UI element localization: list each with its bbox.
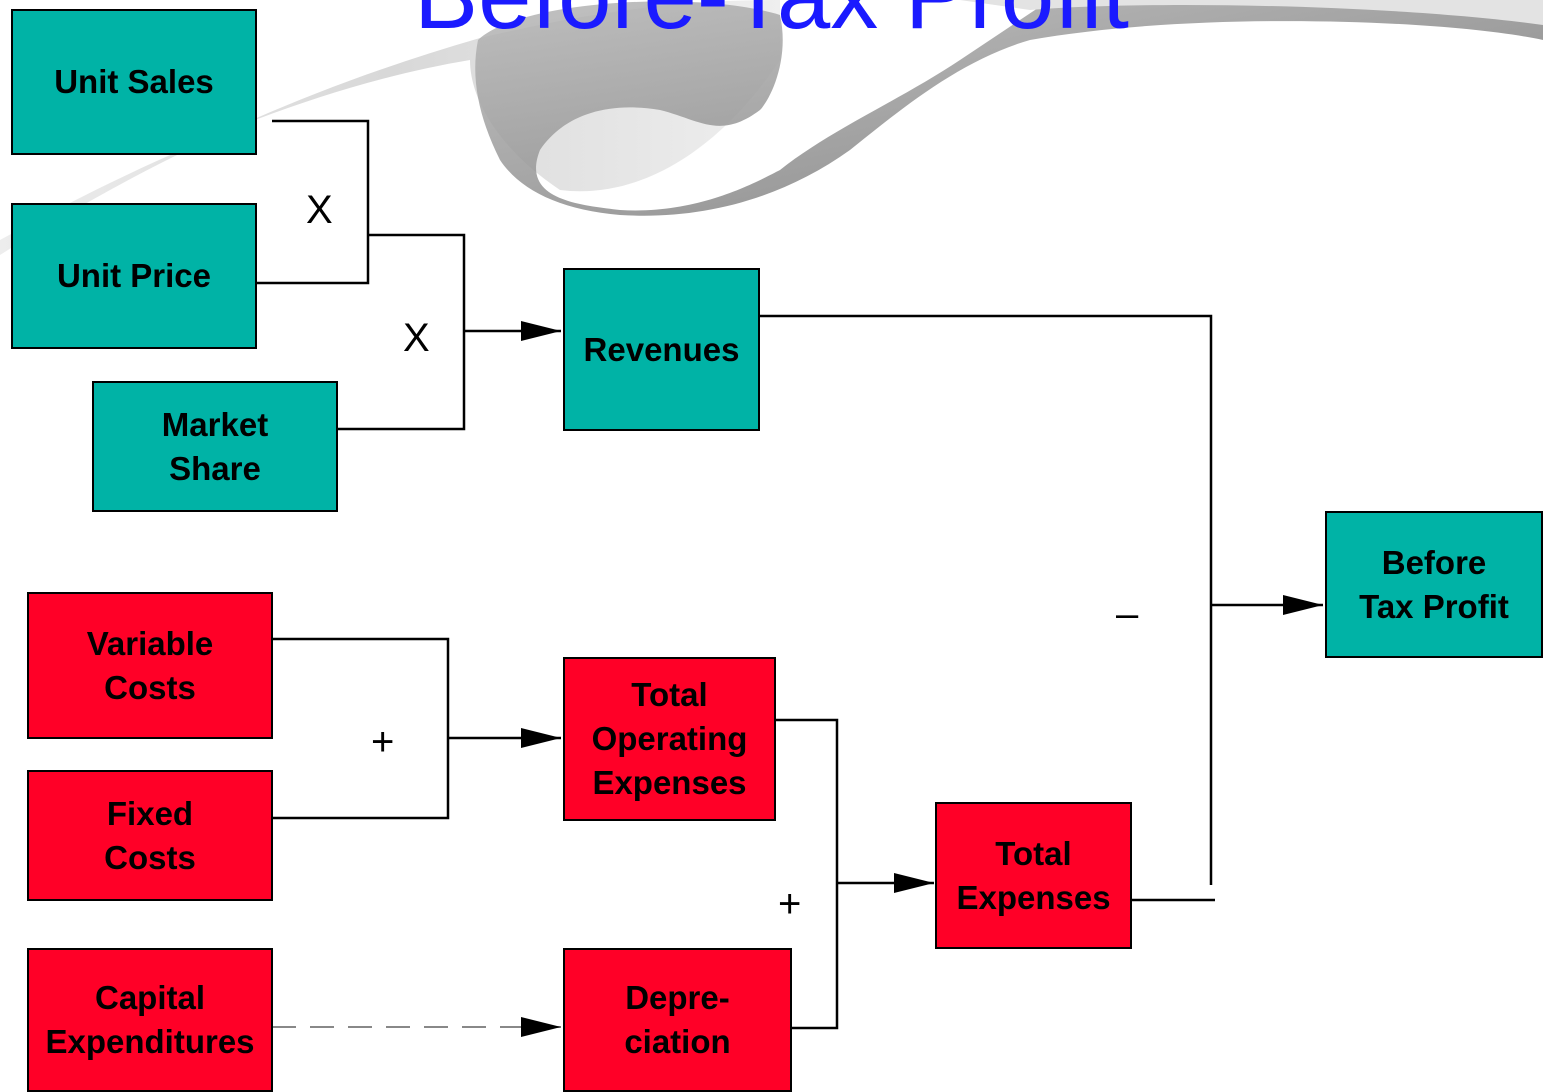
operator-multiply: X <box>306 188 333 232</box>
node-total-expenses: Total Expenses <box>935 802 1132 949</box>
node-market-share: Market Share <box>92 381 338 512</box>
operator-plus: + <box>371 720 395 764</box>
operator-multiply: X <box>403 316 430 360</box>
node-depreciation: Depre- ciation <box>563 948 792 1092</box>
node-variable-costs: Variable Costs <box>27 592 273 739</box>
node-capital-expenditures: Capital Expenditures <box>27 948 273 1092</box>
operator-plus: + <box>778 882 802 926</box>
node-unit-sales: Unit Sales <box>11 9 257 155</box>
node-before-tax-profit: Before Tax Profit <box>1325 511 1543 658</box>
node-revenues: Revenues <box>563 268 760 431</box>
diagram-title: Before-Tax Profit <box>0 0 1543 44</box>
node-fixed-costs: Fixed Costs <box>27 770 273 901</box>
operator-minus: – <box>1116 592 1139 636</box>
node-total-operating-expenses: Total Operating Expenses <box>563 657 776 821</box>
node-unit-price: Unit Price <box>11 203 257 349</box>
